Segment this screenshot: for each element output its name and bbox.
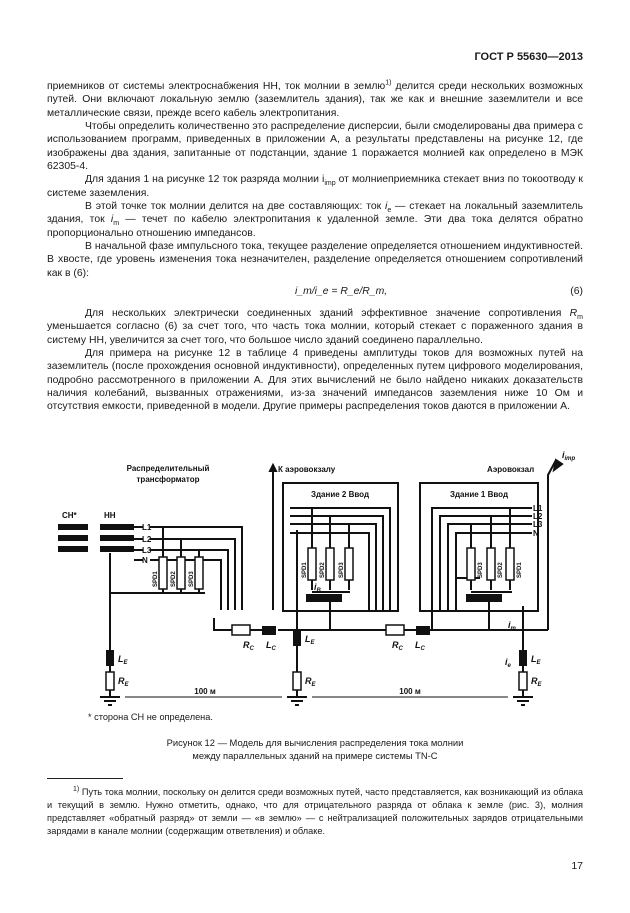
paragraph: Для примера на рисунке 12 в таблице 4 пр… [47, 348, 583, 413]
footnote: 1) Путь тока молнии, поскольку он делитс… [47, 785, 583, 836]
spd3-label: SPD3 [189, 571, 195, 587]
spd2-label: SPD2 [171, 571, 177, 587]
body-text: приемников от системы электроснабжения Н… [47, 80, 583, 280]
paragraph: В начальной фазе импульсного тока, текущ… [47, 241, 583, 279]
formula-expression: i_m/i_e = R_e/R_m, [295, 286, 388, 297]
figure-caption: Рисунок 12 — Модель для вычисления распр… [47, 736, 583, 762]
l1-label: L1 [533, 504, 543, 513]
distance-label: 100 м [399, 687, 421, 696]
paragraph: Для здания 1 на рисунке 12 ток разряда м… [47, 174, 583, 199]
l2-label: L2 [533, 512, 543, 521]
i-b-label: iB [314, 582, 322, 594]
transformer-label-1: Распределительный [127, 464, 210, 473]
lc-label: LC [266, 640, 277, 652]
body-text-2: Для нескольких электрически соединенных … [47, 307, 583, 414]
i-e-label: ie [505, 657, 512, 669]
spd3-label: SPD3 [339, 562, 345, 578]
transformer-label-2: трансформатор [137, 475, 200, 484]
l3-label: L3 [142, 546, 152, 555]
spd1-label: SPD1 [153, 571, 159, 587]
lc-label: LC [415, 640, 426, 652]
paragraph: В этой точке ток молнии делится на две с… [47, 201, 583, 239]
terminal-label: Аэровокзал [487, 465, 534, 474]
building2-label: Здание 2 Ввод [311, 490, 369, 499]
caption-line: между параллельных зданий на примере сис… [192, 750, 438, 761]
l3-label: L3 [533, 520, 543, 529]
distance-label: 100 м [194, 687, 216, 696]
spd2-label: SPD2 [498, 562, 504, 578]
spd-labels: SPD1 SPD2 SPD3 SPD1 SPD2 SPD3 SPD3 SPD2 … [153, 562, 523, 587]
spd3-label: SPD3 [478, 562, 484, 578]
re-label: RE [531, 676, 543, 688]
formula-number: (6) [570, 286, 583, 297]
mv-label: СН* [62, 511, 78, 520]
n-label: N [533, 529, 539, 538]
building1-label: Здание 1 Ввод [450, 490, 508, 499]
le-label: LE [118, 654, 129, 666]
i-m-label: im [508, 620, 517, 632]
paragraph: Для нескольких электрически соединенных … [47, 308, 583, 346]
lv-label: НН [104, 511, 116, 520]
paragraph: приемников от системы электроснабжения Н… [47, 79, 583, 119]
diagram-labels: Распределительный трансформатор К аэрово… [62, 450, 576, 696]
i-imp-label: iimp [562, 450, 576, 462]
l1-label: L1 [142, 523, 152, 532]
re-label: RE [118, 676, 130, 688]
caption-line: Рисунок 12 — Модель для вычисления распр… [166, 737, 464, 748]
l2-label: L2 [142, 535, 152, 544]
paragraph: Чтобы определить количественно это распр… [47, 121, 583, 173]
re-label: RE [305, 676, 317, 688]
circuit-diagram: SPD1 SPD2 SPD3 SPD1 SPD2 SPD3 SPD3 SPD2 … [58, 450, 576, 706]
le-label: LE [531, 654, 542, 666]
spd1-label: SPD1 [517, 562, 523, 578]
to-terminal-label: К аэровокзалу [278, 465, 336, 474]
spd1-label: SPD1 [302, 562, 308, 578]
le-label: LE [305, 634, 316, 646]
rc-label: RC [243, 640, 255, 652]
rc-label: RC [392, 640, 404, 652]
footnote-divider [47, 778, 123, 779]
figure-note: * сторона СН не определена. [88, 712, 213, 722]
document-header: ГОСТ Р 55630—2013 [474, 51, 583, 63]
page-number: 17 [571, 860, 583, 872]
n-label: N [142, 556, 148, 565]
spd2-label: SPD2 [320, 562, 326, 578]
